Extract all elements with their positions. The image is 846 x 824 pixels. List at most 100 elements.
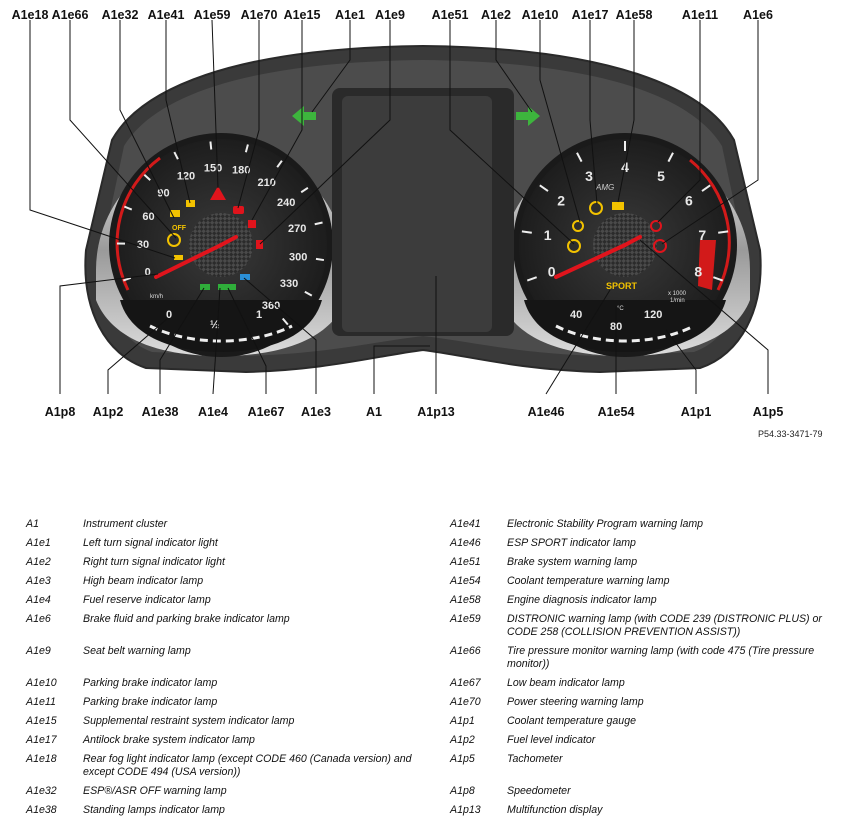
speed-tick-mark — [173, 151, 179, 160]
esp-off-label: OFF — [172, 225, 187, 232]
tacho-tick-mark — [576, 152, 583, 163]
legend-description: Antilock brake system indicator lamp — [83, 734, 255, 746]
legend-description: Supplemental restraint system indicator … — [83, 715, 295, 727]
legend-code: A1p8 — [450, 785, 475, 797]
legend-code: A1e10 — [26, 677, 57, 689]
legend-description: Seat belt warning lamp — [83, 645, 191, 657]
tacho-unit-label-2: 1/min — [670, 298, 685, 304]
legend-description: Standing lamps indicator lamp — [83, 804, 225, 816]
tacho-unit-label-1: x 1000 — [668, 291, 687, 297]
coolant-low-label: 40 — [570, 309, 582, 321]
legend-code: A1e38 — [26, 804, 57, 816]
callout-label: A1 — [366, 405, 382, 419]
warning-lamps-left: OFF — [167, 186, 263, 290]
speed-tick-mark — [314, 221, 323, 226]
callout-label: A1e59 — [194, 8, 231, 22]
callout-label: A1e1 — [335, 8, 365, 22]
tachometer-needle-tail — [623, 235, 642, 247]
callout-label: A1e18 — [12, 8, 49, 22]
legend-description: Low beam indicator lamp — [507, 677, 625, 689]
legend-code: A1e58 — [450, 594, 481, 606]
callout-label: A1e51 — [432, 8, 469, 22]
callout-label: A1e2 — [481, 8, 511, 22]
legend-code: A1e51 — [450, 556, 481, 568]
standing-lamps-icon — [200, 284, 210, 290]
callout-label: A1e3 — [301, 405, 331, 419]
power-steering-icon — [233, 206, 244, 214]
tacho-tick-mark — [667, 152, 674, 163]
speed-tick-label: 150 — [204, 162, 222, 174]
tacho-tick-mark — [521, 230, 532, 234]
callout-label: A1e4 — [198, 405, 228, 419]
speed-tick-mark — [244, 144, 249, 153]
legend-description: DISTRONIC warning lamp (with CODE 239 (D… — [507, 613, 822, 638]
seat-belt-icon — [256, 240, 263, 249]
legend-code: A1p1 — [450, 715, 475, 727]
sport-indicator: SPORT — [606, 281, 638, 291]
callout-label: A1e46 — [528, 405, 565, 419]
legend-description: Tire pressure monitor warning lamp (with… — [507, 645, 815, 670]
speed-tick-label: 60 — [142, 211, 154, 223]
amg-badge: AMG — [595, 183, 614, 192]
low-beam-icon — [226, 284, 236, 290]
speed-tick-mark — [281, 317, 289, 326]
legend-description: Brake fluid and parking brake indicator … — [83, 613, 290, 625]
tacho-tick-label: 8 — [694, 264, 702, 280]
callout-label: A1e58 — [616, 8, 653, 22]
legend-description: Electronic Stability Program warning lam… — [507, 518, 704, 530]
fuel-reserve-icon — [218, 284, 228, 290]
legend-description: Parking brake indicator lamp — [83, 696, 218, 708]
legend-code: A1e4 — [26, 594, 51, 606]
speed-tick-label: 270 — [288, 223, 306, 235]
fuel-full-label: 1 — [256, 309, 262, 321]
fuel-empty-label: 0 — [166, 309, 172, 321]
speed-tick-mark — [300, 187, 309, 194]
legend-description: Instrument cluster — [83, 518, 168, 530]
tacho-tick-label: 1 — [544, 227, 552, 243]
callout-label: A1e67 — [248, 405, 285, 419]
engine-diagnosis-icon — [612, 202, 624, 210]
speed-tick-label: 120 — [177, 170, 195, 182]
esp-off-icon — [170, 210, 180, 217]
legend-code: A1e6 — [26, 613, 51, 625]
legend-description: Right turn signal indicator light — [83, 556, 225, 568]
tacho-tick-label: 7 — [698, 227, 706, 243]
callout-label: A1e70 — [241, 8, 278, 22]
legend-description: Fuel level indicator — [507, 734, 596, 746]
multifunction-display — [332, 88, 514, 336]
abs-icon — [589, 201, 603, 215]
legend-code: A1e54 — [450, 575, 481, 587]
legend-code: A1e9 — [26, 645, 51, 657]
legend-code: A1e18 — [26, 753, 57, 765]
rear-fog-icon — [174, 255, 183, 260]
legend-code: A1 — [26, 518, 39, 530]
high-beam-icon — [240, 274, 250, 280]
legend-description: Parking brake indicator lamp — [83, 677, 218, 689]
legend-code: A1e1 — [26, 537, 51, 549]
legend-description: Speedometer — [507, 785, 571, 797]
speed-tick-label: 240 — [277, 197, 295, 209]
legend-description: Coolant temperature warning lamp — [507, 575, 670, 587]
distronic-icon — [210, 186, 226, 200]
legend-code: A1p5 — [450, 753, 475, 765]
legend-description: Coolant temperature gauge — [507, 715, 636, 727]
speed-tick-mark — [304, 290, 313, 297]
speed-tick-label: 180 — [232, 165, 250, 177]
coolant-high-label: 120 — [644, 309, 662, 321]
legend-code: A1e70 — [450, 696, 481, 708]
legend-description: Tachometer — [507, 753, 563, 765]
speed-tick-mark — [315, 257, 325, 262]
left-turn-arrow-icon — [292, 106, 316, 126]
tacho-tick-label: 3 — [585, 168, 593, 184]
fuel-half-label: ½ — [210, 319, 219, 331]
legend-description: Rear fog light indicator lamp (except CO… — [83, 753, 412, 778]
legend-code: A1p2 — [450, 734, 475, 746]
esp-icon — [186, 200, 195, 207]
legend-description: Left turn signal indicator light — [83, 537, 218, 549]
parking-brake-icon-2 — [650, 220, 662, 232]
legend-code: A1e67 — [450, 677, 481, 689]
legend-description: Fuel reserve indicator lamp — [83, 594, 211, 606]
